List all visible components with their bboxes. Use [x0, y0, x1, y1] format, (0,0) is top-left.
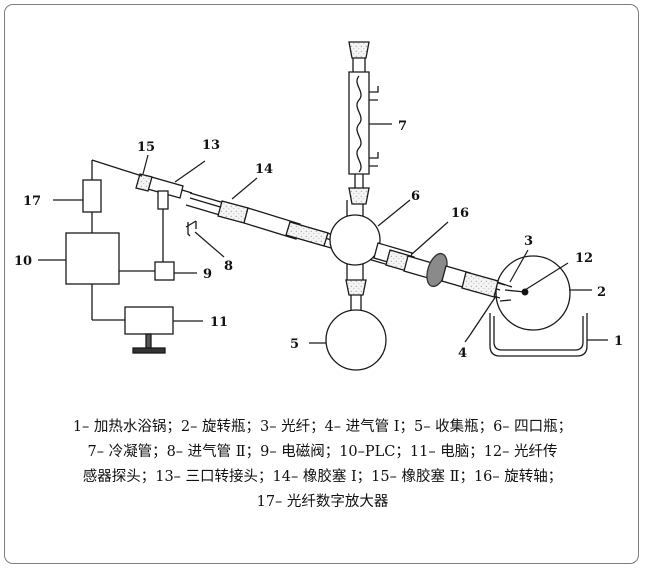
gas-inlet-tube-1	[469, 295, 497, 336]
label-7: 7	[398, 119, 407, 134]
label-4: 4	[458, 346, 467, 361]
rotating-flask	[495, 255, 571, 331]
gas-inlet-tube-2	[185, 220, 197, 237]
tube-sleeve	[243, 207, 329, 247]
collection-flask	[325, 279, 387, 371]
part-number-labels: 1 2 3 4 5 6 7 8 9 10 11 12 13 14 15 16 1…	[14, 119, 623, 361]
fiber-amplifier	[82, 179, 102, 213]
optical-fiber	[504, 288, 529, 296]
rubber-stopper-1	[217, 200, 249, 224]
label-9: 9	[203, 267, 212, 282]
leader-lines	[38, 123, 608, 344]
label-13: 13	[202, 138, 220, 153]
label-1: 1	[614, 334, 623, 349]
solenoid-valve	[154, 261, 175, 281]
label-6: 6	[411, 189, 420, 204]
amplifier-fiber	[91, 159, 143, 177]
label-14: 14	[255, 162, 273, 177]
caption-line-4: 17– 光纤数字放大器	[256, 494, 389, 510]
label-3: 3	[524, 234, 533, 249]
rotating-shaft	[385, 249, 499, 298]
label-15: 15	[137, 140, 155, 155]
three-way-adapter	[135, 173, 193, 268]
caption-line-1: 1– 加热水浴锅；2– 旋转瓶；3– 光纤；4– 进气管 Ⅰ；5– 收集瓶；6–…	[72, 419, 573, 435]
label-12: 12	[575, 251, 593, 266]
label-11: 11	[210, 315, 228, 330]
label-2: 2	[597, 285, 606, 300]
computer	[91, 284, 174, 354]
plc-box	[65, 232, 120, 285]
label-10: 10	[14, 254, 32, 269]
label-16: 16	[451, 206, 469, 221]
figure-caption: 1– 加热水浴锅；2– 旋转瓶；3– 光纤；4– 进气管 Ⅰ；5– 收集瓶；6–…	[10, 415, 635, 515]
label-5: 5	[290, 337, 299, 352]
figure-frame	[4, 4, 639, 564]
label-8: 8	[224, 259, 233, 274]
heating-water-bath	[489, 313, 588, 357]
caption-line-3: 感器探头；13– 三口转接头；14– 橡胶塞 Ⅰ；15– 橡胶塞 Ⅱ；16– 旋…	[82, 469, 563, 485]
label-17: 17	[23, 194, 41, 209]
condenser	[348, 41, 379, 205]
caption-line-2: 7– 冷凝管；8– 进气管 Ⅱ；9– 电磁阀；10–PLC；11– 电脑；12–…	[87, 444, 558, 460]
